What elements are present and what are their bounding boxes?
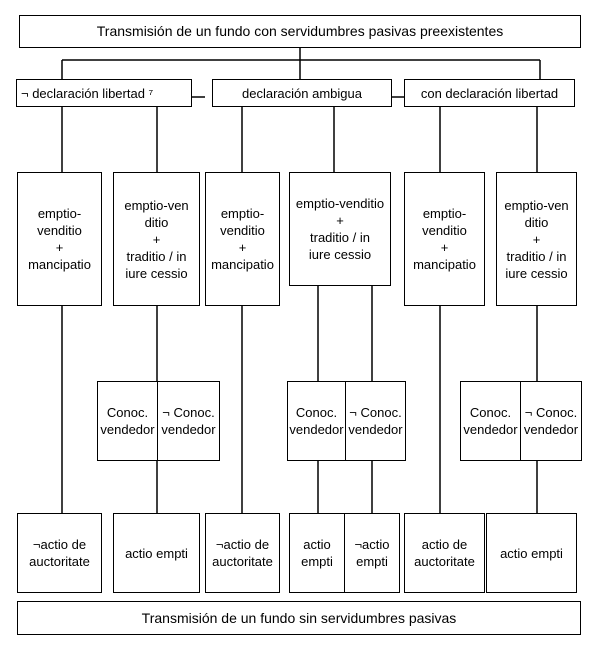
contract-box-3: emptio- venditio + mancipatio bbox=[205, 172, 280, 306]
knowledge-box-5: Conoc. vendedor bbox=[460, 381, 521, 461]
contract-box-6: emptio-ven ditio + traditio / in iure ce… bbox=[496, 172, 577, 306]
contract-box-5: emptio- venditio + mancipatio bbox=[404, 172, 485, 306]
action-box-5: ¬actio empti bbox=[344, 513, 400, 593]
action-box-3: ¬actio de auctoritate bbox=[205, 513, 280, 593]
contract-box-4: emptio-venditio + traditio / in iure ces… bbox=[289, 172, 391, 286]
source-state-box: Transmisión de un fundo con servidumbres… bbox=[19, 15, 581, 48]
knowledge-box-3: Conoc. vendedor bbox=[287, 381, 346, 461]
action-box-6: actio de auctoritate bbox=[404, 513, 485, 593]
knowledge-box-6: ¬ Conoc. vendedor bbox=[520, 381, 582, 461]
knowledge-box-2: ¬ Conoc. vendedor bbox=[157, 381, 220, 461]
category-no-declaration: ¬ declaración libertad ⁷ bbox=[16, 79, 192, 107]
category-ambiguous-declaration: declaración ambigua bbox=[212, 79, 392, 107]
knowledge-box-1: Conoc. vendedor bbox=[97, 381, 158, 461]
action-box-7: actio empti bbox=[486, 513, 577, 593]
action-box-2: actio empti bbox=[113, 513, 200, 593]
action-box-1: ¬actio de auctoritate bbox=[17, 513, 102, 593]
knowledge-box-4: ¬ Conoc. vendedor bbox=[345, 381, 406, 461]
action-box-4: actio empti bbox=[289, 513, 345, 593]
target-state-box: Transmisión de un fundo sin servidumbres… bbox=[17, 601, 581, 635]
contract-box-1: emptio- venditio + mancipatio bbox=[17, 172, 102, 306]
category-with-declaration: con declaración libertad bbox=[404, 79, 575, 107]
contract-box-2: emptio-ven ditio + traditio / in iure ce… bbox=[113, 172, 200, 306]
